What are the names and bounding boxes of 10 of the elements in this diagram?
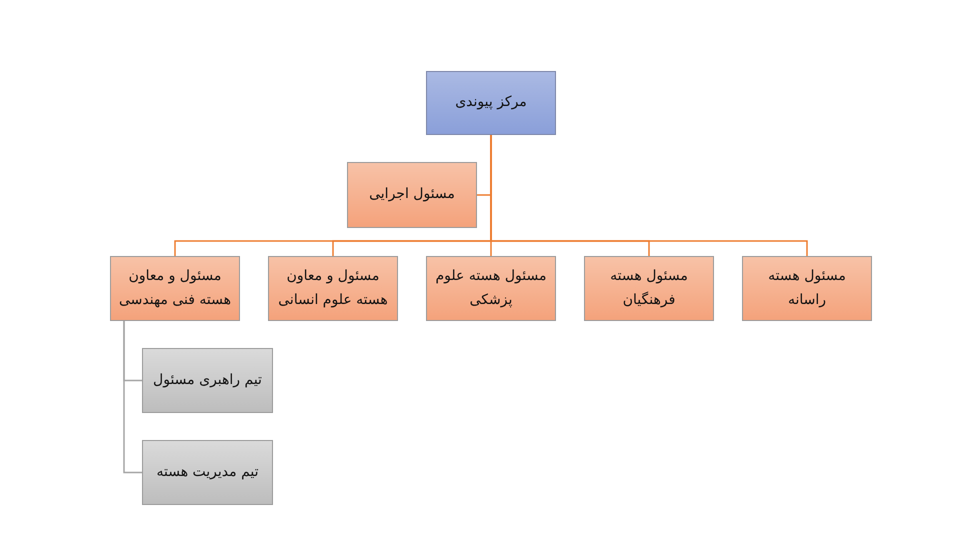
team-box: تیم مدیریت هسته <box>142 440 273 505</box>
role-box: مسئول و معاون هسته علوم انسانی <box>268 256 398 321</box>
root-box: مرکز پیوندی <box>426 71 556 135</box>
connector-line <box>123 321 142 474</box>
role-box: مسئول و معاون هسته فنی مهندسی <box>110 256 240 321</box>
role-box: مسئول هسته فرهنگیان <box>584 256 714 321</box>
role-box: مسئول هسته راسانه <box>742 256 872 321</box>
team-box: تیم راهبری مسئول <box>142 348 273 413</box>
role-box: مسئول هسته علوم پزشکی <box>426 256 556 321</box>
role-box: مسئول اجرایی <box>347 162 477 228</box>
